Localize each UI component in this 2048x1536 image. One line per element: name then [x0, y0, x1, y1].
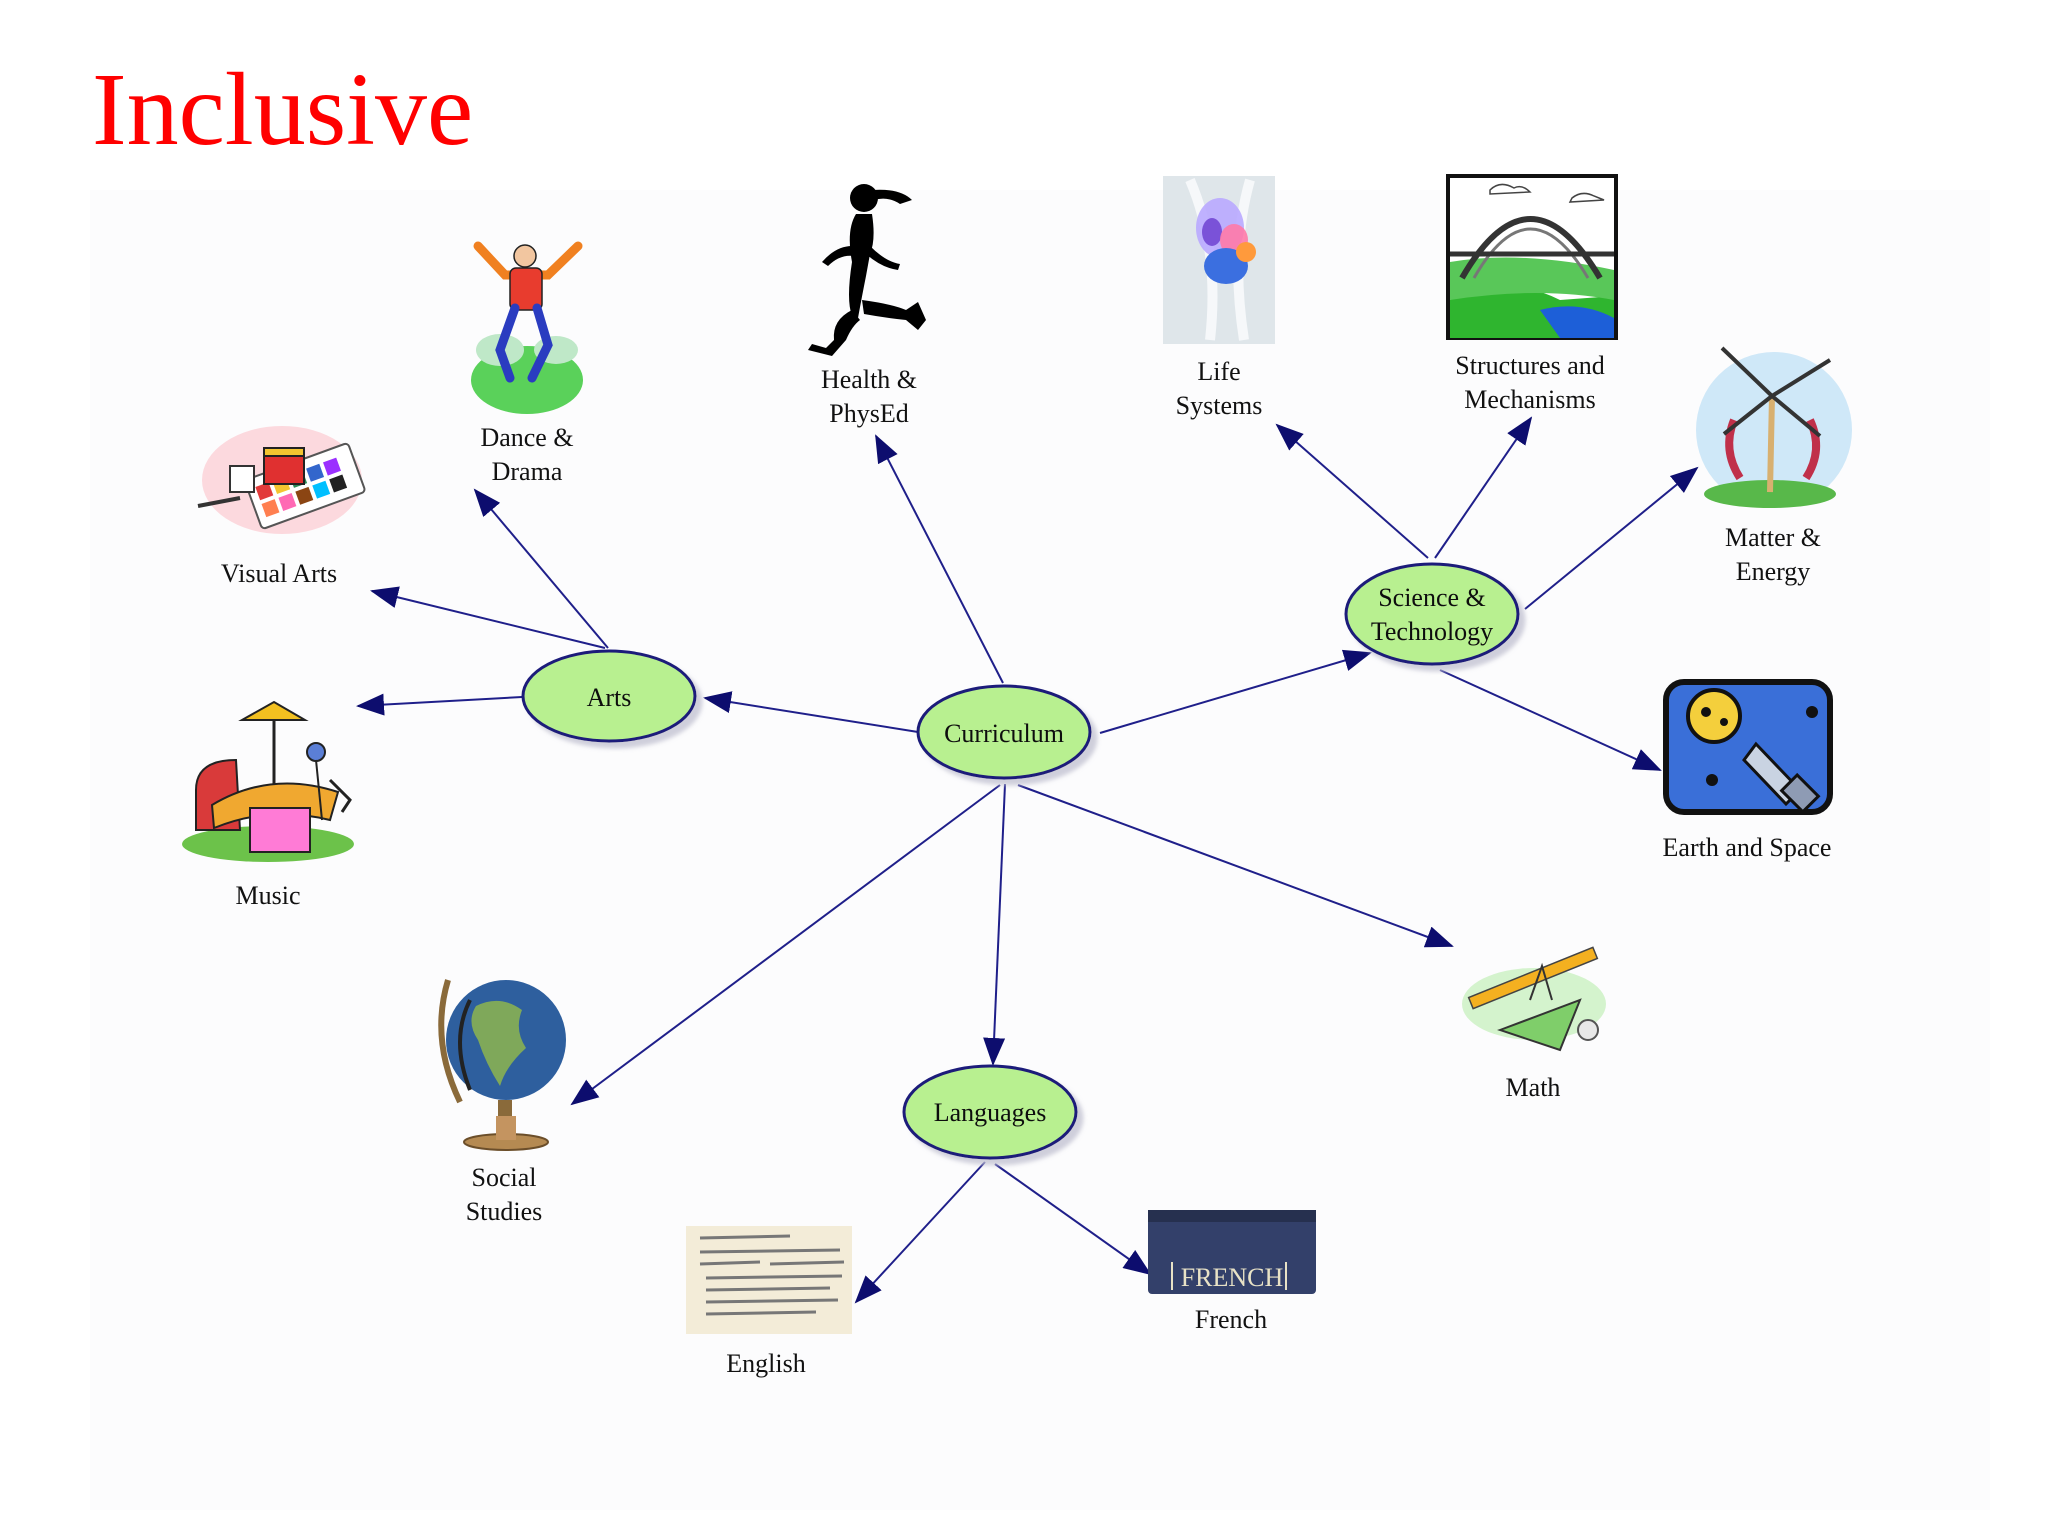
- dancer-icon: [471, 241, 583, 414]
- leaf-math-label: Math: [1506, 1073, 1561, 1102]
- leaf-social-label-line1: Social: [472, 1163, 537, 1192]
- leaf-dance-label-line2: Drama: [492, 457, 563, 486]
- leaf-health-label-line1: Health &: [821, 365, 917, 394]
- leaf-matter-energy[interactable]: Matter & Energy: [1696, 346, 1852, 586]
- arrow-curriculum-to-math: [1017, 784, 1454, 948]
- arrow-arts-to-visual: [370, 586, 606, 649]
- arrow-science-to-life: [1275, 423, 1429, 559]
- leaf-health-physed[interactable]: Health & PhysEd: [808, 184, 926, 428]
- leaf-structures-label-line1: Structures and: [1455, 351, 1604, 380]
- leaf-life-label-line1: Life: [1197, 357, 1240, 386]
- arrow-science-to-matter: [1524, 466, 1699, 610]
- node-arts[interactable]: Arts: [521, 649, 697, 743]
- leaf-structures-label-line2: Mechanisms: [1464, 385, 1595, 414]
- node-science-label-line1: Science &: [1378, 583, 1486, 612]
- node-science-label-line2: Technology: [1371, 617, 1493, 646]
- windmill-icon: [1696, 346, 1852, 508]
- arrow-curriculum-to-arts: [703, 691, 919, 733]
- node-science-technology[interactable]: Science & Technology: [1344, 562, 1520, 666]
- leaf-matter-label-line1: Matter &: [1725, 523, 1821, 552]
- french-book-icon: FRENCH: [1148, 1210, 1316, 1294]
- leaf-english[interactable]: English: [686, 1226, 852, 1378]
- arrow-curriculum-to-languages: [983, 783, 1006, 1066]
- leaf-french[interactable]: FRENCH French: [1148, 1210, 1316, 1334]
- leaf-life-systems[interactable]: Life Systems: [1163, 176, 1275, 420]
- arrow-curriculum-to-social: [570, 784, 1001, 1106]
- telescope-moon-icon: [1663, 679, 1833, 815]
- leaf-social-label-line2: Studies: [466, 1197, 543, 1226]
- leaf-earth-space[interactable]: Earth and Space: [1663, 679, 1833, 862]
- arrow-science-to-earth: [1439, 669, 1662, 771]
- globe-icon: [438, 979, 566, 1151]
- leaf-life-label-line2: Systems: [1176, 391, 1263, 420]
- leaf-visual-arts-label: Visual Arts: [221, 559, 337, 588]
- leaf-structures-mechanisms[interactable]: Structures and Mechanisms: [1446, 174, 1618, 414]
- node-curriculum-label: Curriculum: [944, 719, 1064, 748]
- arrow-arts-to-dance: [473, 488, 609, 649]
- french-book-title: FRENCH: [1181, 1263, 1284, 1292]
- connectors: [356, 416, 1699, 1304]
- node-arts-label: Arts: [587, 683, 632, 712]
- concept-map-background: [90, 190, 1990, 1510]
- leaf-earth-space-label: Earth and Space: [1663, 833, 1832, 862]
- arrow-curriculum-to-health: [875, 434, 1004, 684]
- leaf-matter-label-line2: Energy: [1736, 557, 1811, 586]
- leaf-english-label: English: [726, 1349, 805, 1378]
- leaf-health-label-line2: PhysEd: [829, 399, 908, 428]
- music-instruments-icon: [182, 700, 354, 862]
- anatomy-icon: [1163, 176, 1275, 344]
- paint-palette-icon: [197, 426, 366, 534]
- leaf-dance-drama[interactable]: Dance & Drama: [471, 241, 583, 486]
- leaf-social-studies[interactable]: Social Studies: [438, 979, 566, 1226]
- arrow-languages-to-french: [994, 1163, 1152, 1276]
- runner-icon: [808, 184, 926, 356]
- leaf-dance-label-line1: Dance &: [480, 423, 573, 452]
- leaf-french-label: French: [1195, 1305, 1267, 1334]
- node-languages[interactable]: Languages: [902, 1064, 1078, 1160]
- leaf-music[interactable]: Music: [182, 700, 354, 910]
- bridge-icon: [1446, 174, 1618, 340]
- node-languages-label: Languages: [934, 1098, 1047, 1127]
- leaf-music-label: Music: [236, 881, 301, 910]
- slide-title: Inclusive: [92, 52, 474, 167]
- node-curriculum[interactable]: Curriculum: [916, 684, 1092, 780]
- arrow-curriculum-to-science: [1099, 649, 1372, 734]
- leaf-visual-arts[interactable]: Visual Arts: [197, 426, 366, 588]
- leaf-math[interactable]: Math: [1462, 946, 1606, 1102]
- geometry-tools-icon: [1462, 946, 1606, 1052]
- arrow-languages-to-english: [854, 1161, 986, 1304]
- arrow-arts-to-music: [356, 693, 523, 716]
- dictionary-page-icon: [686, 1226, 852, 1334]
- arrow-science-to-structures: [1434, 416, 1533, 559]
